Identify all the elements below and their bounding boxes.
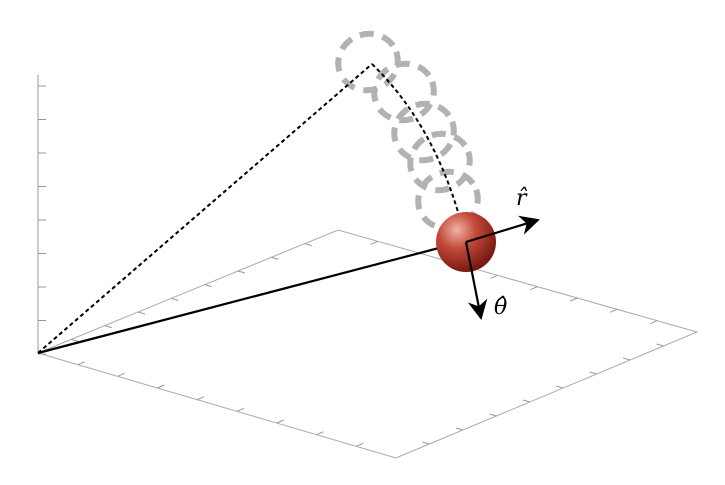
axis-tick [649, 320, 658, 325]
ghost-ellipse [371, 60, 437, 124]
theta-hat-vector [464, 241, 488, 320]
ghost-ellipse [415, 168, 481, 232]
axis-tick [237, 270, 246, 274]
axis-tick [104, 325, 112, 329]
axis-tick [77, 361, 85, 366]
pendulum-path [37, 63, 467, 354]
axis-tick [522, 399, 530, 403]
axis-tick [204, 284, 212, 288]
ghost-ellipse [407, 130, 473, 194]
axis-tick [117, 372, 125, 377]
axis-tick [316, 431, 324, 436]
axis-tick [530, 286, 538, 291]
axis-tick [455, 427, 464, 431]
r-hat-vector [465, 215, 540, 244]
axis-tick [236, 407, 245, 412]
ghost-ellipse [335, 30, 401, 94]
axis-tick [171, 297, 179, 301]
axis-tick [489, 413, 497, 417]
axis-tick [356, 442, 364, 447]
vertical-axis-ticks [38, 85, 46, 355]
axis-tick [610, 308, 618, 313]
axis-tick [570, 297, 578, 302]
axis-tick [556, 385, 564, 389]
axis-tick [137, 311, 146, 315]
ground-plane-ticks [71, 240, 664, 447]
dashed-string [37, 63, 373, 354]
axis-tick [157, 384, 165, 389]
axis-tick [622, 357, 631, 361]
axis-tick [490, 274, 498, 279]
vertical-axis [37, 75, 46, 355]
dashed-arc [371, 63, 467, 243]
axis-tick [196, 396, 205, 401]
ground-plane [37, 229, 699, 459]
axis-tick [589, 371, 597, 375]
axis-tick [71, 338, 79, 342]
axis-tick [422, 441, 430, 445]
r-hat-label: r̂ [516, 186, 528, 211]
axis-tick [276, 419, 284, 424]
axis-tick [656, 343, 664, 347]
axis-tick [304, 243, 312, 247]
ghost-ellipse [391, 100, 457, 164]
ghost-positions [335, 30, 481, 232]
axis-tick [271, 256, 279, 260]
axis-tick [370, 240, 379, 245]
position-vector [37, 237, 460, 355]
theta-hat-label: θ̂ [494, 295, 507, 320]
